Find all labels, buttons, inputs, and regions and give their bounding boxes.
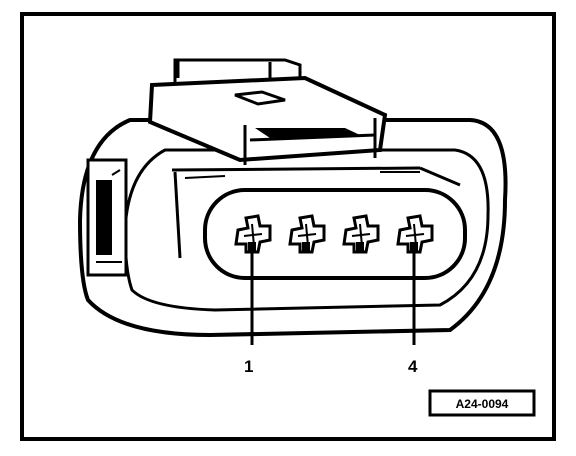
pin-terminals: [234, 214, 434, 254]
pin-terminal-1: [234, 214, 272, 254]
pin-label-1: 1: [244, 357, 253, 376]
pin-carrier: [203, 188, 467, 280]
pin-terminal-2: [288, 214, 326, 254]
side-lock-window: [86, 158, 128, 277]
pin-label-4: 4: [408, 357, 418, 376]
reference-code-box: [428, 389, 536, 417]
reference-code: A24-0094: [456, 397, 509, 411]
housing-wall-detail: [171, 166, 461, 259]
top-latch: [147, 58, 388, 165]
pin-terminal-3: [342, 214, 380, 254]
